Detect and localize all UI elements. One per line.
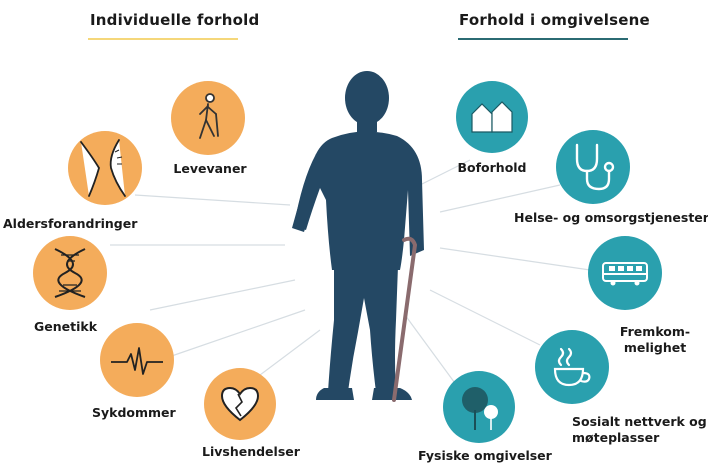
life-events-circle	[204, 368, 276, 440]
walking-person-icon	[188, 92, 228, 144]
lifestyle-circle	[171, 81, 245, 155]
coffee-cup-icon	[551, 345, 593, 389]
social-network-circle	[535, 330, 609, 404]
label-social-network: Sosialt nettverk og møteplasser	[572, 414, 707, 446]
genetics-circle	[33, 236, 107, 310]
label-diseases: Sykdommer	[92, 405, 176, 421]
broken-heart-icon	[218, 384, 262, 424]
houses-icon	[470, 100, 514, 134]
age-changes-circle	[68, 131, 142, 205]
trees-icon	[455, 382, 503, 432]
elderly-man-with-cane-figure	[272, 70, 452, 410]
label-age-changes: Aldersforandringer	[3, 216, 137, 232]
label-social-network-line-1: Sosialt nettverk og	[572, 414, 707, 430]
label-physical-environment: Fysiske omgivelser	[418, 448, 552, 464]
housing-circle	[456, 81, 528, 153]
label-housing: Boforhold	[450, 160, 534, 176]
health-services-circle	[556, 130, 630, 204]
label-accessibility-line-1: Fremkom-	[610, 324, 700, 340]
label-accessibility-line-2: melighet	[610, 340, 700, 356]
label-health-services: Helse- og omsorgstjenester	[514, 210, 708, 226]
label-life-events: Livshendelser	[202, 444, 300, 460]
dna-helix-icon	[45, 245, 95, 301]
physical-environment-circle	[443, 371, 515, 443]
stethoscope-icon	[567, 141, 619, 193]
heartbeat-pulse-icon	[109, 340, 165, 380]
label-accessibility: Fremkom- melighet	[610, 324, 700, 356]
diseases-circle	[100, 323, 174, 397]
bus-icon	[601, 260, 649, 286]
accessibility-circle	[588, 236, 662, 310]
label-social-network-line-2: møteplasser	[572, 430, 707, 446]
label-genetics: Genetikk	[34, 319, 97, 335]
bending-knee-icon	[75, 138, 135, 198]
label-lifestyle: Levevaner	[170, 161, 250, 177]
